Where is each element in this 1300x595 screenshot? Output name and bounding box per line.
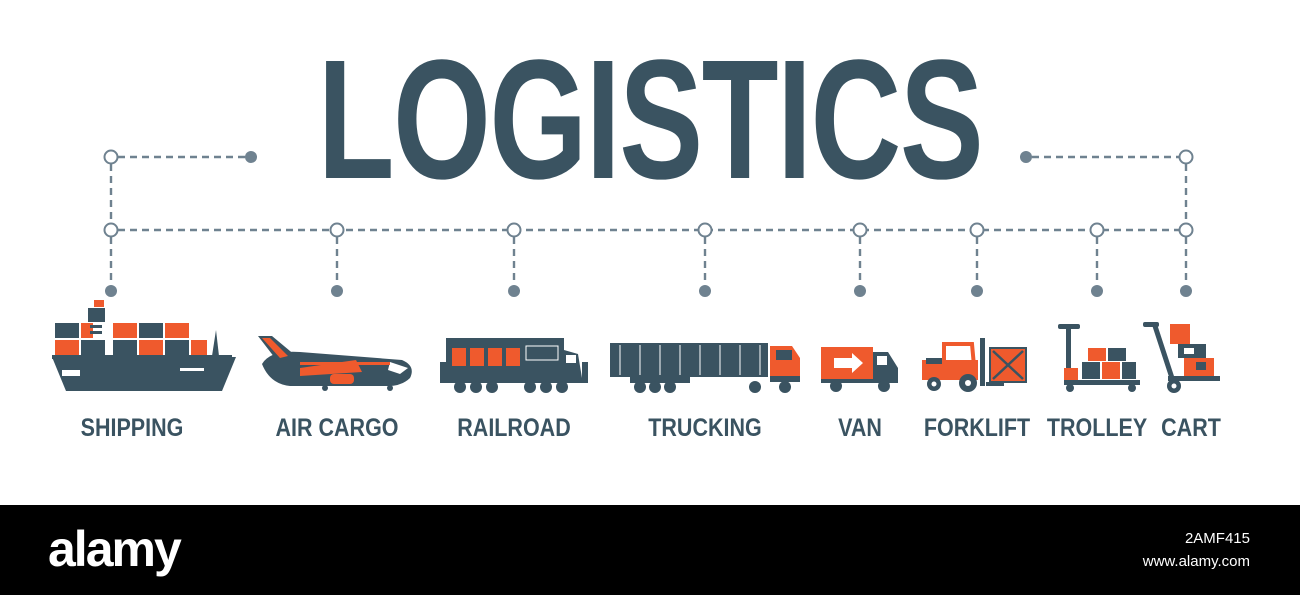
end-dot-forklift: [971, 285, 983, 297]
brand-logo: alamy: [48, 521, 182, 577]
bus-node-trolley: [1089, 222, 1105, 238]
bus-node-forklift: [969, 222, 985, 238]
node-top-right-open: [1178, 149, 1194, 165]
bus-node-trucking: [697, 222, 713, 238]
bus-node-van: [852, 222, 868, 238]
node-top-right-dot: [1020, 151, 1032, 163]
label-shipping: SHIPPING: [80, 414, 184, 442]
cargo-plane-icon: [258, 336, 412, 391]
site-url-text: www.alamy.com: [1142, 553, 1250, 570]
label-air-cargo: AIR CARGO: [275, 414, 399, 442]
bus-node-cart: [1178, 222, 1194, 238]
node-top-left-dot: [245, 151, 257, 163]
label-trolley: TROLLEY: [1046, 414, 1148, 442]
pallet-trolley-icon: [1058, 324, 1140, 392]
bus-node-shipping: [103, 222, 119, 238]
bus-node-railroad: [506, 222, 522, 238]
item-connectors: [103, 222, 1194, 297]
connector-diagram: [52, 149, 1220, 393]
node-top-left-open: [103, 149, 119, 165]
end-dot-cart: [1180, 285, 1192, 297]
logistics-banner: LOGISTICS: [52, 25, 1221, 442]
semi-truck-icon: [610, 343, 800, 393]
locomotive-icon: [440, 338, 588, 393]
label-trucking: TRUCKING: [648, 414, 762, 442]
label-van: VAN: [838, 414, 882, 442]
label-forklift: FORKLIFT: [923, 414, 1031, 442]
label-cart: CART: [1161, 414, 1221, 442]
end-dot-railroad: [508, 285, 520, 297]
page-title: LOGISTICS: [317, 25, 984, 215]
label-railroad: RAILROAD: [457, 414, 571, 442]
end-dot-trolley: [1091, 285, 1103, 297]
end-dot-trucking: [699, 285, 711, 297]
bus-node-air-cargo: [329, 222, 345, 238]
watermark-footer: alamy 2AMF415 www.alamy.com: [0, 505, 1300, 595]
end-dot-van: [854, 285, 866, 297]
hand-cart-icon: [1143, 322, 1220, 393]
cargo-ship-icon: [52, 300, 236, 391]
title-connectors: [109, 155, 1188, 232]
end-dot-shipping: [105, 285, 117, 297]
image-id-text: 2AMF415: [1184, 530, 1250, 547]
forklift-icon: [922, 338, 1027, 392]
end-dot-air-cargo: [331, 285, 343, 297]
delivery-van-icon: [821, 347, 898, 392]
